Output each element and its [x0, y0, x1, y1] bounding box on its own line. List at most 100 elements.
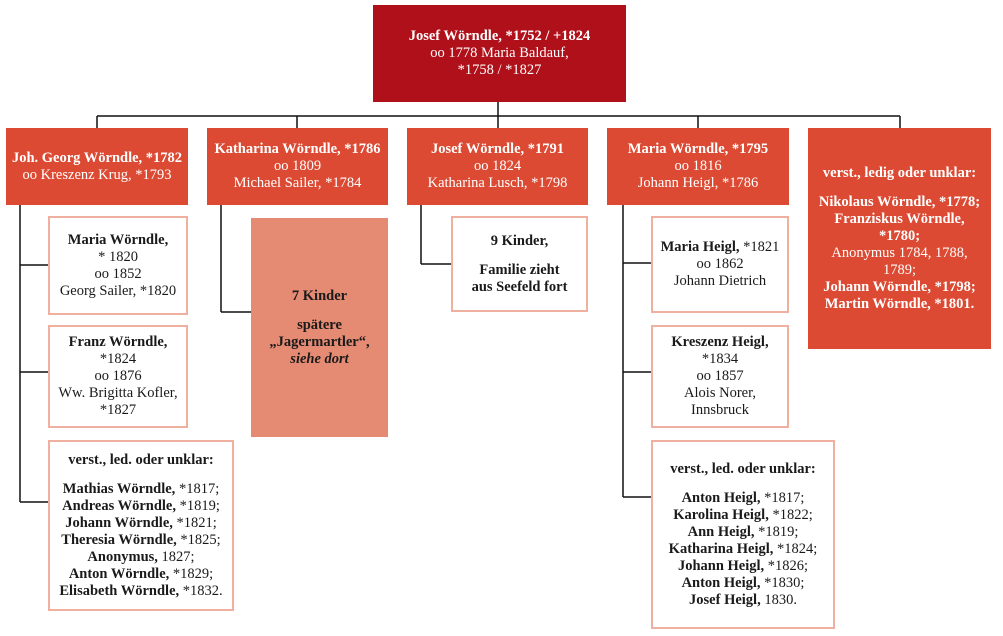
unclear-row: Johann Heigl, *1826;: [678, 558, 808, 575]
row-date: *1821;: [172, 514, 217, 531]
row-name: Anton Wörndle,: [68, 565, 170, 582]
unclear-row: Mathias Wörndle, *1817;: [63, 481, 219, 498]
katharina-children-box: 7 Kinder spätere „Jagermartler“, siehe d…: [251, 218, 388, 437]
row-date: *1822;: [768, 506, 813, 523]
row-name: Elisabeth Wörndle,: [59, 582, 180, 599]
kids-reference: siehe dort: [290, 350, 349, 367]
kids-count: 7 Kinder: [291, 287, 348, 304]
grandchild-marriage: oo 1857: [696, 368, 744, 384]
grandchild-spouse: Georg Sailer, *1820: [59, 282, 177, 299]
root-marriage: oo 1778 Maria Baldauf,: [430, 45, 569, 61]
grandchild-name: Maria Wörndle,: [67, 231, 169, 248]
grandchild-birth: * 1820: [98, 248, 138, 265]
child-name: Joh. Georg Wörndle, *1782: [11, 149, 183, 166]
unclear-row: Karolina Heigl, *1822;: [673, 507, 813, 524]
row-date: *1817;: [760, 489, 805, 506]
grandchild-name-line: Maria Heigl, *1821: [661, 239, 780, 256]
row-name: Anton Heigl,: [681, 574, 761, 591]
unclear-header: verst., led. oder unklar:: [68, 451, 214, 468]
kids-note: spätere: [297, 316, 342, 333]
unclear-line: *1780;: [878, 227, 921, 244]
josef-children-box: 9 Kinder, Familie zieht aus Seefeld fort: [451, 216, 588, 312]
child-box-josef: Josef Wörndle, *1791 oo 1824 Katharina L…: [407, 128, 588, 205]
unclear-line: Martin Wörndle, *1801.: [824, 295, 975, 312]
child-marriage: oo 1816: [674, 158, 722, 174]
row-date: *1830;: [760, 574, 805, 591]
grandchild-spouse-birth: *1827: [99, 402, 137, 418]
row-name: Karolina Heigl,: [673, 506, 769, 523]
child-spouse: oo Kreszenz Krug, *1793: [22, 166, 172, 183]
kids-count: 9 Kinder,: [490, 232, 549, 249]
child-name: Josef Wörndle, *1791: [430, 141, 565, 157]
unclear-line: Anonymus 1784, 1788,: [831, 244, 968, 261]
row-name: Johann Heigl,: [677, 557, 765, 574]
maria-unclear-children-box: verst., led. oder unklar: Anton Heigl, *…: [651, 440, 835, 629]
grandchild-spouse: Ww. Brigitta Kofler,: [58, 385, 178, 401]
unclear-line: 1789;: [882, 261, 917, 278]
row-name: Theresia Wörndle,: [61, 531, 177, 548]
unclear-header: verst., led. oder unklar:: [670, 460, 816, 477]
grandchild-spouse: Johann Dietrich: [673, 273, 767, 289]
row-name: Mathias Wörndle,: [62, 480, 176, 497]
kids-note: „Jagermartler“,: [269, 333, 370, 350]
unclear-line: Johann Wörndle, *1798;: [823, 278, 976, 295]
child-marriage: oo 1809: [273, 158, 322, 174]
unclear-row: Elisabeth Wörndle, *1832.: [59, 583, 222, 600]
grandchild-birth: *1834: [701, 351, 739, 367]
row-date: *1825;: [176, 531, 221, 548]
unclear-row: Johann Wörndle, *1821;: [65, 515, 217, 532]
grandchild-residence: Innsbruck: [691, 402, 749, 418]
kids-note: Familie zieht: [479, 261, 560, 278]
unclear-children-box: verst., ledig oder unklar: Nikolaus Wörn…: [808, 128, 991, 349]
row-name: Anton Heigl,: [681, 489, 761, 506]
grandchild-spouse: Alois Norer,: [684, 385, 756, 401]
row-date: *1819;: [754, 523, 799, 540]
child-spouse: Johann Heigl, *1786: [637, 175, 759, 191]
unclear-row: Theresia Wörndle, *1825;: [61, 532, 220, 549]
grandchild-name: Franz Wörndle,: [68, 334, 168, 350]
unclear-row: Anonymus, 1827;: [87, 549, 194, 566]
unclear-row: Andreas Wörndle, *1819;: [62, 498, 220, 515]
row-name: Katharina Heigl,: [668, 540, 774, 557]
grandchild-name: Maria Heigl,: [660, 239, 740, 255]
grandchild-box-maria-woerndle: Maria Wörndle, * 1820 oo 1852 Georg Sail…: [48, 216, 188, 315]
unclear-row: Anton Wörndle, *1829;: [69, 566, 213, 583]
root-spouse-dates: *1758 / *1827: [457, 62, 542, 78]
grandchild-box-kreszenz-heigl: Kreszenz Heigl, *1834 oo 1857 Alois Nore…: [651, 325, 789, 428]
row-date: 1827;: [157, 548, 195, 565]
row-date: *1824;: [773, 540, 818, 557]
grandchild-name: Kreszenz Heigl,: [671, 334, 769, 350]
root-ancestor-box: Josef Wörndle, *1752 / +1824 oo 1778 Mar…: [373, 5, 626, 102]
grandchild-marriage: oo 1852: [94, 265, 142, 282]
grandchild-box-franz-woerndle: Franz Wörndle, *1824 oo 1876 Ww. Brigitt…: [48, 325, 188, 428]
row-date: 1830.: [760, 591, 797, 608]
row-name: Ann Heigl,: [687, 523, 755, 540]
child-spouse: Michael Sailer, *1784: [233, 175, 362, 191]
row-date: *1832.: [179, 582, 223, 599]
unclear-line: Franziskus Wörndle,: [834, 210, 965, 227]
unclear-row: Anton Heigl, *1817;: [682, 490, 805, 507]
child-spouse: Katharina Lusch, *1798: [427, 175, 568, 191]
grandchild-birth: *1821: [739, 239, 780, 255]
grandchild-box-maria-heigl: Maria Heigl, *1821 oo 1862 Johann Dietri…: [651, 216, 789, 313]
child-marriage: oo 1824: [473, 158, 522, 174]
kids-note: aus Seefeld fort: [471, 278, 568, 295]
row-date: *1819;: [175, 497, 220, 514]
row-name: Josef Heigl,: [689, 591, 761, 608]
row-date: *1817;: [175, 480, 220, 497]
unclear-row: Anton Heigl, *1830;: [682, 575, 805, 592]
child-box-maria: Maria Wörndle, *1795 oo 1816 Johann Heig…: [607, 128, 789, 205]
child-box-katharina: Katharina Wörndle, *1786 oo 1809 Michael…: [207, 128, 388, 205]
grandchild-marriage: oo 1876: [94, 368, 142, 384]
row-name: Anonymus,: [87, 548, 158, 565]
child-name: Maria Wörndle, *1795: [627, 141, 769, 157]
georg-unclear-children-box: verst., led. oder unklar: Mathias Wörndl…: [48, 440, 234, 611]
grandchild-marriage: oo 1862: [696, 256, 744, 272]
unclear-row: Josef Heigl, 1830.: [689, 592, 797, 609]
grandchild-birth: *1824: [99, 351, 137, 367]
row-name: Andreas Wörndle,: [62, 497, 176, 514]
root-name: Josef Wörndle, *1752 / +1824: [408, 28, 591, 44]
unclear-header: verst., ledig oder unklar:: [822, 164, 977, 181]
unclear-row: Katharina Heigl, *1824;: [669, 541, 818, 558]
